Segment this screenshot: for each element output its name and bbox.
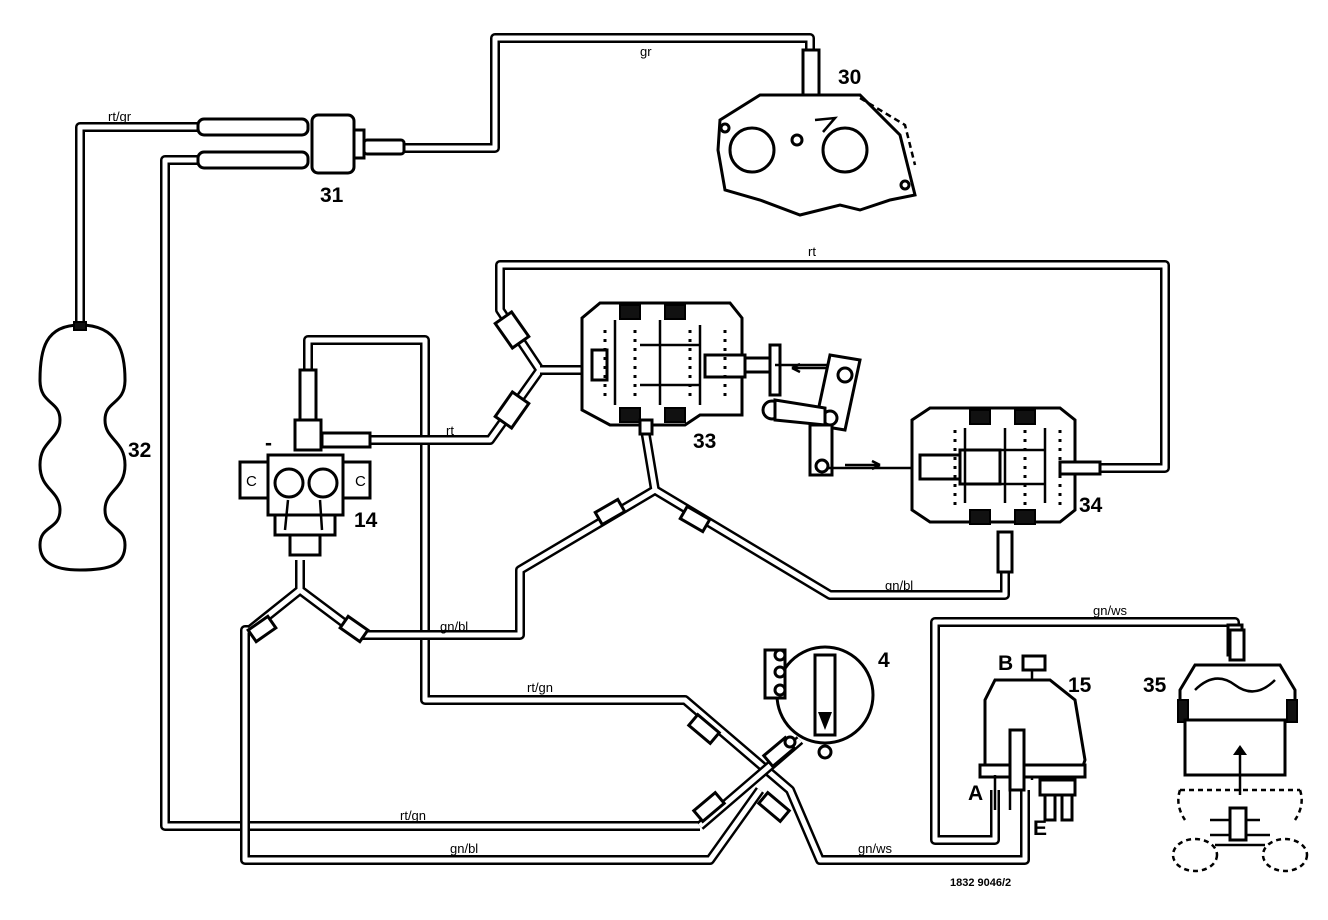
mark-c-right: C — [355, 473, 366, 490]
vacuum-switch-15 — [978, 654, 1087, 822]
mark-minus: - — [265, 432, 272, 455]
label-15: 15 — [1068, 674, 1092, 697]
wire-labels: gr rt/gr rt rt gn/bl gn/bl gn/ws rt/gn r… — [108, 44, 1127, 856]
wire-label-rt-gr: rt/gr — [108, 109, 132, 124]
wire-label-gn-ws-bottom: gn/ws — [858, 841, 892, 856]
component-numbers: 30 31 32 33 34 14 4 15 35 — [128, 66, 1167, 697]
part-marks: - C C B A E — [246, 432, 1047, 840]
mark-a: A — [968, 782, 983, 805]
wire-label-rt-gn-bottom: rt/gn — [400, 808, 426, 823]
vacuum-lines — [75, 33, 1244, 865]
reference-number: 1832 9046/2 — [950, 877, 1011, 889]
vacuum-unit-35 — [1171, 628, 1309, 873]
wire-label-rt-mid: rt — [446, 423, 454, 438]
wire-label-gn-bl-bottom: gn/bl — [450, 841, 478, 856]
switchover-valve-14 — [238, 368, 372, 557]
mark-c-left: C — [246, 473, 257, 490]
label-14: 14 — [354, 509, 378, 532]
wire-label-rt-top: rt — [808, 244, 816, 259]
switch-4 — [763, 645, 875, 760]
wire-label-gn-bl-mid: gn/bl — [440, 619, 468, 634]
label-33: 33 — [693, 430, 716, 453]
wire-label-gn-ws-top: gn/ws — [1093, 603, 1127, 618]
vacuum-element-34 — [910, 406, 1102, 525]
label-31: 31 — [320, 184, 344, 207]
vacuum-reservoir-32 — [38, 321, 127, 572]
wire-label-rt-gn-mid: rt/gn — [527, 680, 553, 695]
check-valve-31 — [196, 113, 406, 175]
label-4: 4 — [878, 649, 890, 672]
intake-manifold-30 — [716, 48, 917, 217]
wire-label-gr: gr — [640, 44, 652, 59]
mark-e: E — [1033, 817, 1047, 840]
label-32: 32 — [128, 439, 151, 462]
vacuum-element-33 — [580, 301, 915, 477]
label-30: 30 — [838, 66, 861, 89]
label-34: 34 — [1079, 494, 1103, 517]
label-35: 35 — [1143, 674, 1167, 697]
mark-b: B — [998, 652, 1013, 675]
wire-label-gn-bl-right: gn/bl — [885, 578, 913, 593]
